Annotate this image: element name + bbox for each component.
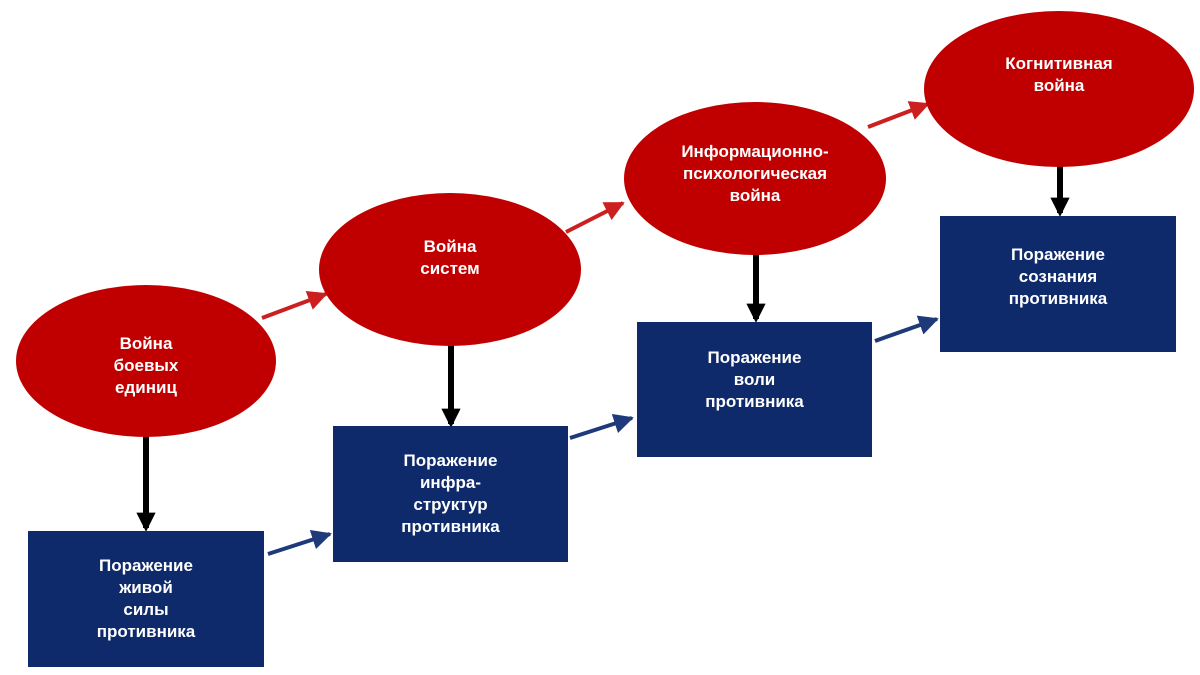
war-node-info-psych: Информационно- психологическая война — [624, 102, 886, 255]
defeat-node-label: Поражение инфра- структур противника — [401, 451, 500, 536]
war-node-label: Война боевых единиц — [113, 334, 179, 397]
defeat-node-will: Поражение воли противника — [637, 322, 872, 457]
war-node-systems: Война систем — [319, 193, 581, 346]
defeat-progression-arrow — [874, 315, 939, 343]
war-progression-arrow — [261, 290, 328, 320]
war-node-cognitive: Когнитивная война — [924, 11, 1194, 167]
defeat-node-label: Поражение сознания противника — [1008, 245, 1108, 308]
defeat-progression-arrow — [267, 530, 332, 556]
defeat-node-consciousness: Поражение сознания противника — [940, 216, 1176, 352]
war-progression-arrow — [867, 101, 930, 129]
defeat-node-manpower: Поражение живой силы противника — [28, 531, 264, 667]
war-node-label: Когнитивная война — [1005, 54, 1113, 95]
defeat-progression-arrow — [569, 414, 634, 440]
war-progression-arrow — [565, 201, 625, 234]
defeat-node-infrastructure: Поражение инфра- структур противника — [333, 426, 568, 562]
war-node-combat-units: Война боевых единиц — [16, 285, 276, 437]
war-node-label: Информационно- психологическая война — [681, 141, 829, 205]
defeat-node-label: Поражение воли противника — [705, 347, 804, 411]
defeat-node-label: Поражение живой силы противника — [96, 556, 196, 641]
war-node-label: Война систем — [420, 236, 480, 278]
